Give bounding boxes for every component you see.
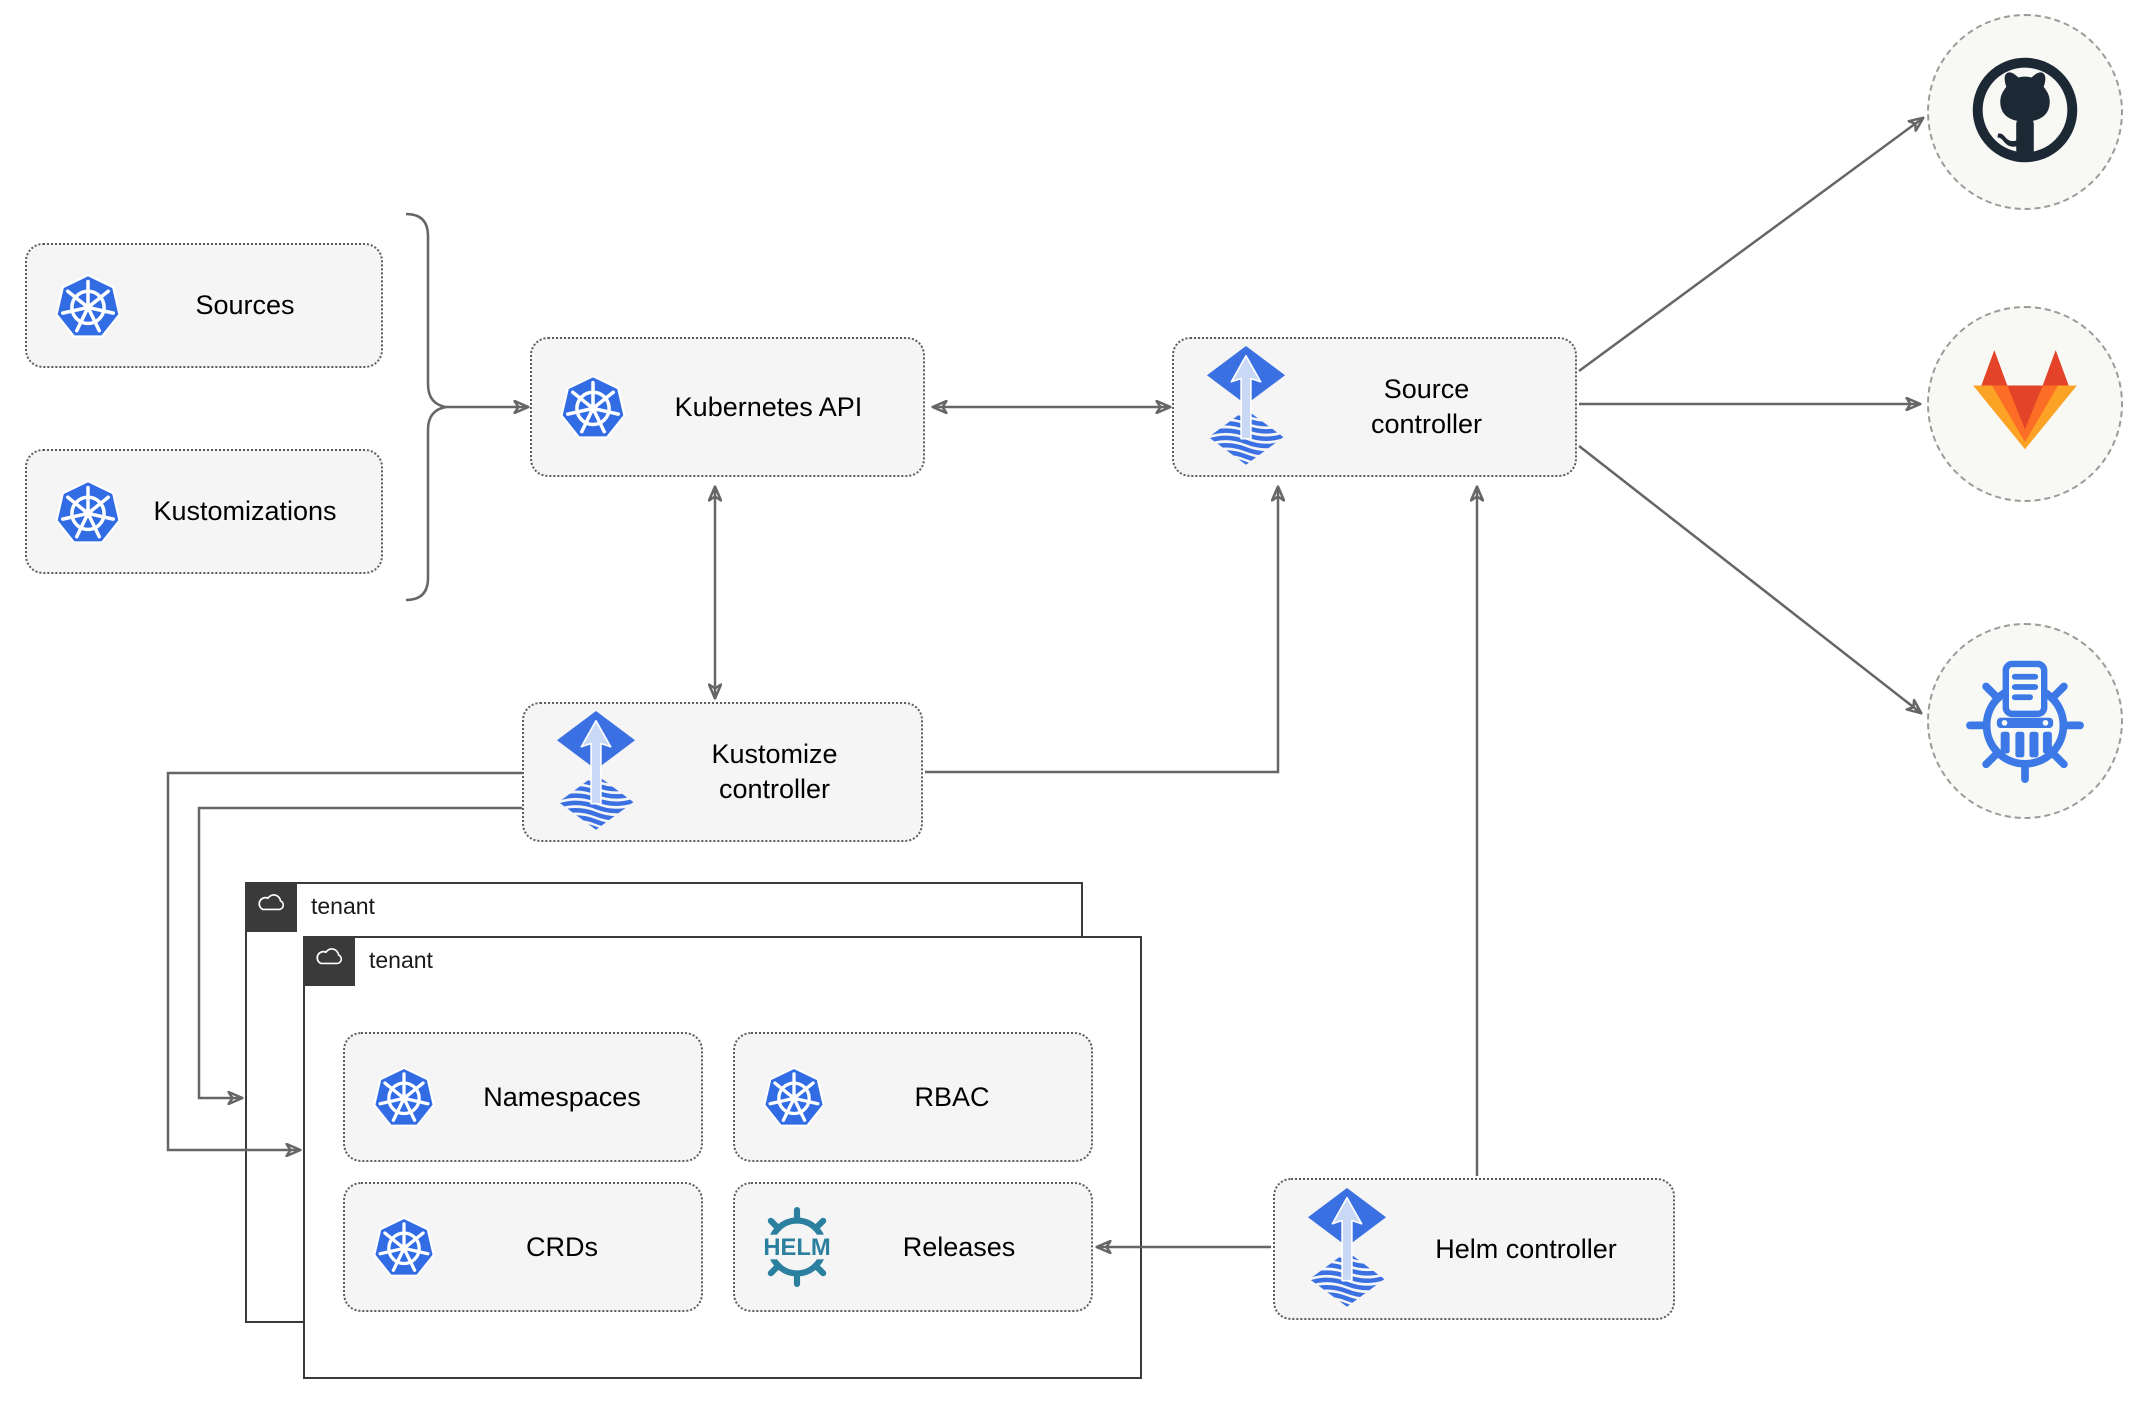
bracket-shape — [405, 212, 447, 602]
node-namespaces: Namespaces — [343, 1032, 703, 1162]
helm-icon — [753, 1203, 841, 1291]
cloud-icon — [311, 941, 347, 980]
node-label: Namespaces — [483, 1081, 641, 1112]
edge-source-chartmuseum — [1578, 445, 1921, 713]
node-label: CRDs — [526, 1231, 598, 1262]
gitlab-icon — [1966, 343, 2084, 466]
chartmuseum-icon — [1961, 655, 2089, 788]
node-label: RBAC — [914, 1081, 990, 1112]
node-label: Source controller — [1370, 374, 1483, 439]
node-kustomize-controller: Kustomize controller — [522, 702, 923, 842]
tenant-header — [302, 935, 355, 986]
node-label: Sources — [195, 290, 295, 321]
flux-icon — [550, 711, 642, 833]
kubernetes-icon — [558, 372, 628, 442]
kubernetes-icon — [371, 1214, 437, 1280]
node-source-controller: Source controller — [1172, 337, 1577, 477]
tenant-label: tenant — [369, 947, 433, 973]
kubernetes-icon — [371, 1064, 437, 1130]
node-rbac: RBAC — [733, 1032, 1093, 1162]
node-label: Releases — [902, 1231, 1016, 1262]
cloud-icon — [253, 887, 289, 926]
node-label: Kubernetes API — [674, 391, 863, 422]
edge-source-github — [1578, 118, 1923, 373]
tenant-header — [244, 881, 297, 932]
node-crds: CRDs — [343, 1182, 703, 1312]
edge-kustomize-source — [925, 487, 1278, 774]
tenant-label: tenant — [311, 893, 375, 919]
node-releases: Releases — [733, 1182, 1093, 1312]
node-kubernetes-api: Kubernetes API — [530, 337, 925, 477]
flux-icon — [1200, 346, 1292, 468]
kubernetes-icon — [761, 1064, 827, 1130]
external-chartmuseum — [1927, 623, 2123, 819]
kubernetes-icon — [53, 477, 123, 547]
node-label: Kustomize controller — [711, 739, 838, 804]
node-kustomizations: Kustomizations — [25, 449, 383, 574]
node-sources: Sources — [25, 243, 383, 368]
external-github — [1927, 14, 2123, 210]
node-label: Helm controller — [1435, 1233, 1617, 1264]
external-gitlab — [1927, 306, 2123, 502]
github-icon — [1970, 55, 2080, 170]
node-helm-controller: Helm controller — [1273, 1178, 1675, 1320]
node-label: Kustomizations — [153, 496, 337, 527]
flux-icon — [1301, 1188, 1393, 1310]
kubernetes-icon — [53, 271, 123, 341]
